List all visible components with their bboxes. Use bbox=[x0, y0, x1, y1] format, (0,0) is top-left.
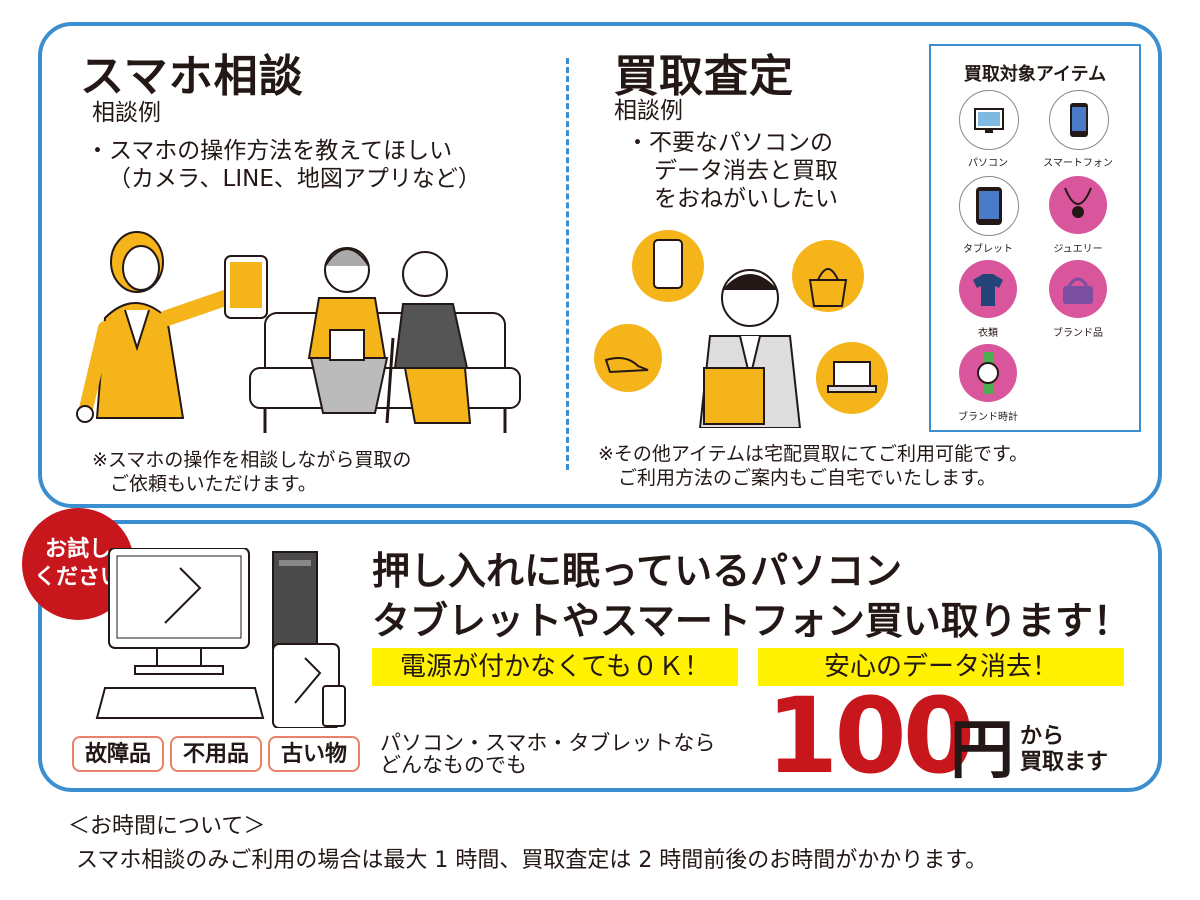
item-label: スマートフォン bbox=[1043, 158, 1113, 169]
consult-note-line: ※スマホの操作を相談しながら買取の bbox=[92, 449, 412, 471]
target-items-title: 買取対象アイテム bbox=[963, 64, 1107, 85]
item-label: ブランド時計 bbox=[958, 412, 1018, 423]
bag-bubble-icon bbox=[792, 240, 864, 312]
jewelry-icon bbox=[1049, 176, 1107, 234]
tag-broken: 故障品 bbox=[72, 736, 164, 772]
pc-tower-icon bbox=[272, 551, 318, 653]
item-label: ブランド品 bbox=[1053, 328, 1103, 339]
smartphone-icon bbox=[1049, 90, 1109, 150]
sofa-illustration bbox=[249, 312, 521, 433]
clothing-icon bbox=[959, 260, 1017, 318]
appraisal-illustration bbox=[594, 230, 888, 428]
highlight-data-erase: 安心のデータ消去！ bbox=[758, 648, 1124, 686]
price-suffix: から 買取ます bbox=[1020, 724, 1108, 776]
consult-illustration bbox=[76, 231, 521, 433]
staff-woman-illustration bbox=[76, 231, 233, 423]
appraisal-example-line: ・不要なパソコンの bbox=[626, 130, 833, 156]
item-label: ジュエリー bbox=[1053, 244, 1103, 255]
keyboard-icon bbox=[95, 687, 265, 719]
price-suffix-line: 買取ます bbox=[1020, 750, 1109, 775]
brand-watch-icon bbox=[959, 344, 1017, 402]
badge-line: ください bbox=[33, 565, 122, 590]
appraisal-example-line: をおねがいしたい bbox=[654, 186, 838, 212]
laptop-bubble-icon bbox=[816, 342, 888, 414]
staff-man-illustration bbox=[698, 269, 802, 428]
elderly-woman-illustration bbox=[307, 247, 389, 414]
promo-headline-line: 押し入れに眠っているパソコン bbox=[372, 549, 903, 593]
consult-example-line: ・スマホの操作方法を教えてほしい bbox=[86, 138, 453, 164]
time-info-body: スマホ相談のみご利用の場合は最大 1 時間、買取査定は 2 時間前後のお時間がか… bbox=[76, 848, 988, 873]
tablet-icon bbox=[959, 176, 1019, 236]
item-label: パソコン bbox=[968, 158, 1008, 169]
price-number: 100 bbox=[766, 675, 975, 797]
monitor-icon bbox=[108, 548, 250, 675]
elderly-man-illustration bbox=[385, 251, 472, 424]
smartphone-icon bbox=[224, 255, 268, 319]
consult-example-label: 相談例 bbox=[92, 100, 161, 126]
appraisal-example-line: データ消去と買取 bbox=[654, 158, 838, 184]
consult-title: スマホ相談 bbox=[80, 51, 304, 102]
smartphone-icon bbox=[322, 685, 346, 727]
promo-desc-line: パソコン・スマホ・タブレットなら bbox=[380, 731, 716, 755]
appraisal-title: 買取査定 bbox=[614, 51, 794, 102]
pc-icon bbox=[959, 90, 1019, 150]
tag-old: 古い物 bbox=[268, 736, 360, 772]
consult-note-line: ご依頼もいただけます。 bbox=[110, 473, 317, 495]
devices-illustration bbox=[95, 548, 346, 728]
price-unit: 円 bbox=[950, 714, 1014, 788]
appraisal-example-label: 相談例 bbox=[614, 98, 683, 124]
item-label: タブレット bbox=[963, 244, 1013, 255]
promo-desc: パソコン・スマホ・タブレットなら どんなものでも bbox=[380, 732, 715, 776]
promo-headline-line: タブレットやスマートフォン買い取ります！ bbox=[372, 599, 1131, 643]
consult-example-line: （カメラ、LINE、地図アプリなど） bbox=[108, 166, 481, 192]
badge-line: お試し bbox=[44, 537, 111, 562]
brand-bag-icon bbox=[1049, 260, 1107, 318]
highlight-power: 電源が付かなくても０Ｋ！ bbox=[372, 648, 738, 686]
section-divider bbox=[566, 58, 569, 470]
tag-unneeded: 不用品 bbox=[170, 736, 262, 772]
time-info-heading: ＜お時間について＞ bbox=[68, 814, 266, 839]
promo-desc-line: どんなものでも bbox=[380, 753, 527, 777]
shoes-bubble-icon bbox=[594, 324, 662, 392]
item-label: 衣類 bbox=[978, 328, 998, 339]
smartphone-bubble-icon bbox=[632, 230, 704, 302]
appraisal-note-line: ご利用方法のご案内もご自宅でいたします。 bbox=[618, 467, 997, 489]
target-items-box: 買取対象アイテム パソコン スマートフォン タブレット ジュエリー 衣類 ブラン… bbox=[929, 44, 1141, 432]
price-suffix-line: から bbox=[1020, 724, 1065, 749]
appraisal-note-line: ※その他アイテムは宅配買取にてご利用可能です。 bbox=[598, 443, 1029, 465]
